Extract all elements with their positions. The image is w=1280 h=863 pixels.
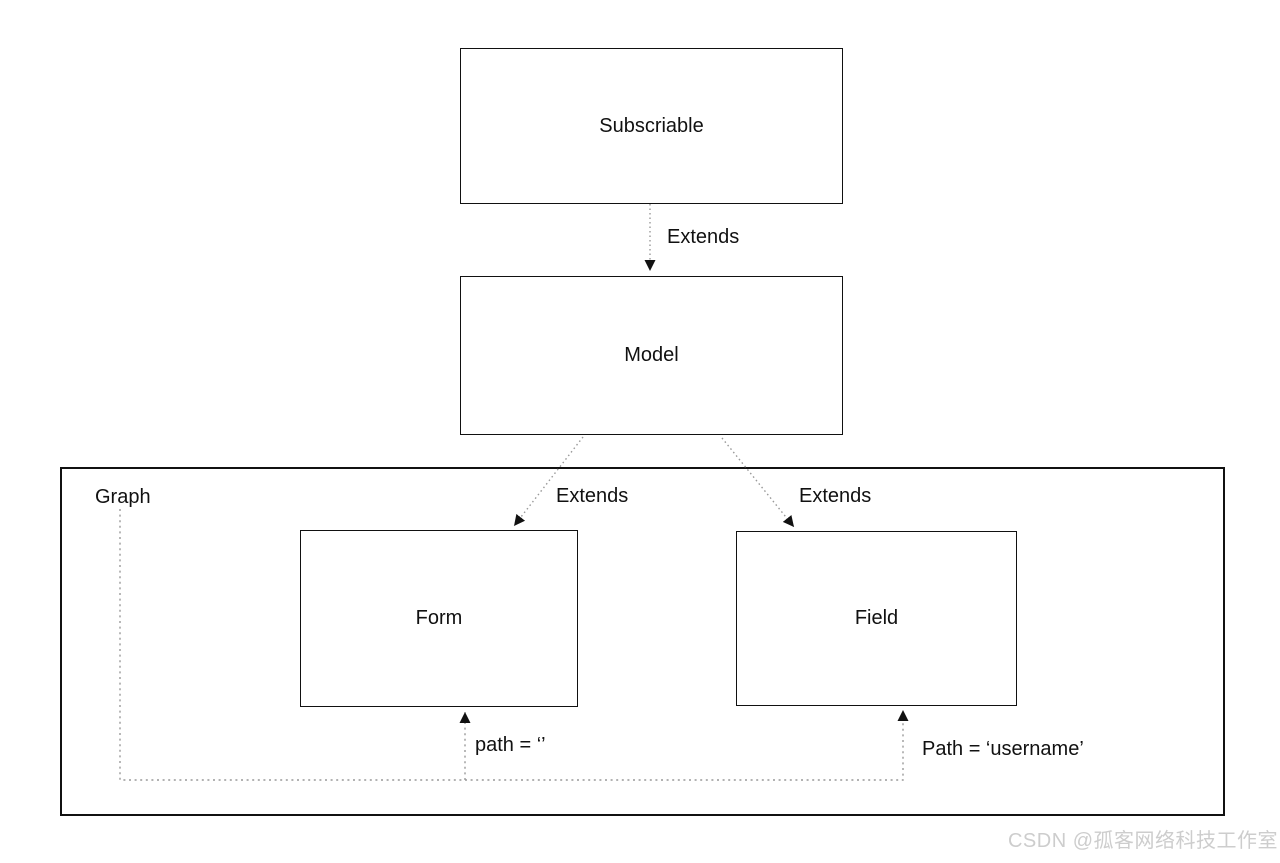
edge-label-path-form: path = ‘’ <box>473 734 548 756</box>
edge-model-form <box>513 436 584 527</box>
node-model: Model <box>460 276 843 435</box>
edge-label-extends-form: Extends <box>554 485 631 507</box>
group-graph-box <box>60 467 1225 816</box>
edge-label-path-field: Path = ‘username’ <box>920 738 1086 760</box>
node-model-label: Model <box>624 344 679 366</box>
edge-model-field <box>721 437 795 528</box>
node-subscriable: Subscriable <box>460 48 843 204</box>
node-field-label: Field <box>854 607 899 629</box>
edge-label-extends-field: Extends <box>797 485 874 507</box>
node-subscriable-label: Subscriable <box>599 114 704 137</box>
watermark: CSDN @孤客网络科技工作室 <box>1007 830 1278 852</box>
node-field: Field <box>736 531 1017 706</box>
edge-label-extends-top: Extends <box>665 226 742 248</box>
edge-graph-field <box>119 509 909 781</box>
group-graph-label: Graph <box>95 486 151 508</box>
node-form-label: Form <box>415 607 463 629</box>
node-form: Form <box>300 530 578 707</box>
